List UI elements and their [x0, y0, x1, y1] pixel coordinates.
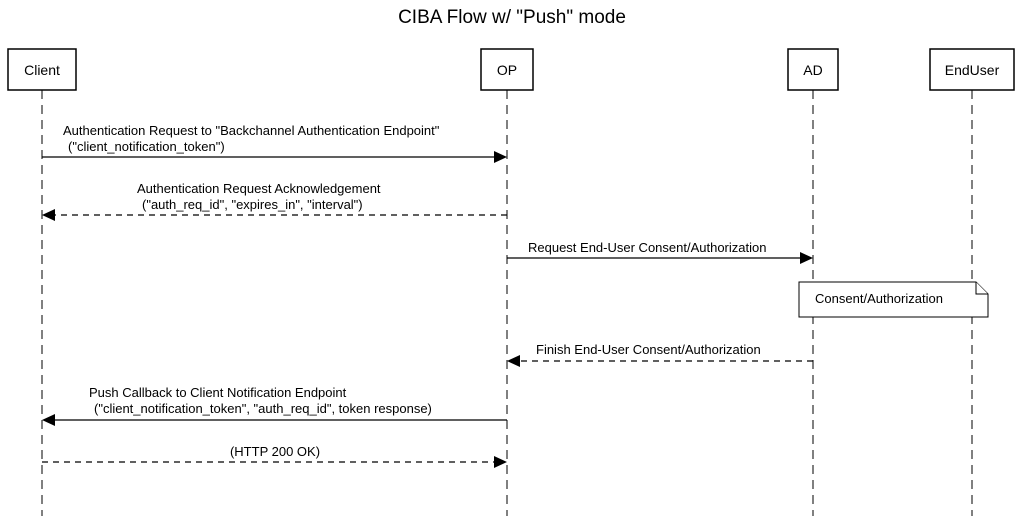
- message-label-line1: Authentication Request Acknowledgement: [137, 181, 381, 196]
- message-push-callback: Push Callback to Client Notification End…: [42, 385, 507, 426]
- actor-enduser: EndUser: [929, 48, 1015, 91]
- message-label-line2: ("client_notification_token", "auth_req_…: [94, 401, 432, 416]
- actor-op: OP: [480, 48, 534, 91]
- message-label-line2: ("auth_req_id", "expires_in", "interval"…: [142, 197, 363, 212]
- message-label-line1: Finish End-User Consent/Authorization: [536, 342, 761, 357]
- arrowhead-icon: [507, 355, 520, 367]
- actor-ad: AD: [787, 48, 839, 91]
- arrowhead-icon: [42, 414, 55, 426]
- actor-label-op: OP: [497, 62, 517, 78]
- message-label-line1: (HTTP 200 OK): [230, 444, 320, 459]
- arrowhead-icon: [494, 456, 507, 468]
- note-label: Consent/Authorization: [815, 291, 943, 306]
- note-consent: Consent/Authorization: [798, 281, 989, 318]
- note-fold-icon: [975, 282, 988, 295]
- message-auth-request: Authentication Request to "Backchannel A…: [42, 123, 507, 163]
- message-request-consent: Request End-User Consent/Authorization: [507, 240, 813, 264]
- message-finish-consent: Finish End-User Consent/Authorization: [507, 342, 813, 367]
- message-label-line1: Request End-User Consent/Authorization: [528, 240, 766, 255]
- actor-label-enduser: EndUser: [945, 62, 1000, 78]
- message-http-ok: (HTTP 200 OK): [42, 444, 507, 468]
- note-box: [798, 281, 989, 318]
- message-auth-ack: Authentication Request Acknowledgement (…: [42, 181, 507, 221]
- actor-label-client: Client: [24, 62, 60, 78]
- message-label-line2: ("client_notification_token"): [68, 139, 225, 154]
- message-label-line1: Authentication Request to "Backchannel A…: [63, 123, 440, 138]
- message-label-line1: Push Callback to Client Notification End…: [89, 385, 347, 400]
- actor-label-ad: AD: [803, 62, 822, 78]
- arrowhead-icon: [42, 209, 55, 221]
- diagram-title: CIBA Flow w/ "Push" mode: [398, 7, 626, 28]
- arrowhead-icon: [800, 252, 813, 264]
- arrowhead-icon: [494, 151, 507, 163]
- actor-client: Client: [7, 48, 77, 91]
